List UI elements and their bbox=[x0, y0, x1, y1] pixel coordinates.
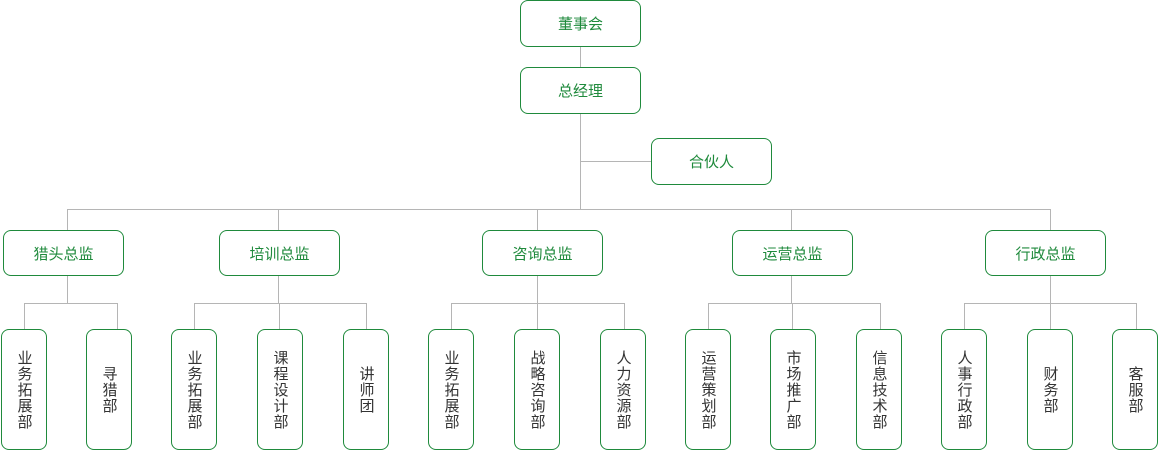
director-label: 培训总监 bbox=[249, 244, 310, 263]
node-department: 运营策划部 bbox=[685, 329, 731, 450]
department-label: 讲师团 bbox=[357, 365, 376, 414]
department-label: 寻猎部 bbox=[100, 365, 119, 414]
department-label: 人事行政部 bbox=[955, 349, 974, 430]
node-department: 寻猎部 bbox=[86, 329, 132, 450]
director-label: 猎头总监 bbox=[33, 244, 94, 263]
department-label: 业务拓展部 bbox=[15, 349, 34, 430]
node-department: 课程设计部 bbox=[257, 329, 303, 450]
node-gm-label: 总经理 bbox=[557, 82, 603, 100]
department-label: 市场推广部 bbox=[784, 349, 803, 430]
node-director: 行政总监 bbox=[985, 230, 1106, 276]
node-department: 业务拓展部 bbox=[428, 329, 474, 450]
node-director: 猎头总监 bbox=[3, 230, 124, 276]
department-label: 信息技术部 bbox=[870, 349, 889, 430]
node-department: 讲师团 bbox=[343, 329, 389, 450]
director-label: 行政总监 bbox=[1015, 244, 1076, 263]
node-department: 战略咨询部 bbox=[514, 329, 560, 450]
director-label: 咨询总监 bbox=[512, 244, 573, 263]
department-label: 课程设计部 bbox=[271, 349, 290, 430]
node-department: 业务拓展部 bbox=[1, 329, 47, 450]
node-department: 人事行政部 bbox=[941, 329, 987, 450]
node-director: 咨询总监 bbox=[482, 230, 603, 276]
department-label: 业务拓展部 bbox=[442, 349, 461, 430]
department-label: 财务部 bbox=[1041, 365, 1060, 414]
node-partner: 合伙人 bbox=[651, 138, 772, 185]
node-department: 财务部 bbox=[1027, 329, 1073, 450]
node-department: 业务拓展部 bbox=[171, 329, 217, 450]
department-label: 客服部 bbox=[1126, 365, 1145, 414]
director-label: 运营总监 bbox=[762, 244, 823, 263]
node-partner-label: 合伙人 bbox=[688, 153, 734, 171]
node-board: 董事会 bbox=[520, 0, 641, 47]
node-director: 运营总监 bbox=[732, 230, 853, 276]
node-department: 市场推广部 bbox=[770, 329, 816, 450]
department-label: 业务拓展部 bbox=[185, 349, 204, 430]
node-department: 人力资源部 bbox=[600, 329, 646, 450]
department-label: 战略咨询部 bbox=[528, 349, 547, 430]
node-department: 信息技术部 bbox=[856, 329, 902, 450]
department-label: 人力资源部 bbox=[614, 349, 633, 430]
node-general-manager: 总经理 bbox=[520, 67, 641, 114]
node-director: 培训总监 bbox=[219, 230, 340, 276]
node-board-label: 董事会 bbox=[557, 15, 603, 33]
node-department: 客服部 bbox=[1112, 329, 1158, 450]
department-label: 运营策划部 bbox=[699, 349, 718, 430]
